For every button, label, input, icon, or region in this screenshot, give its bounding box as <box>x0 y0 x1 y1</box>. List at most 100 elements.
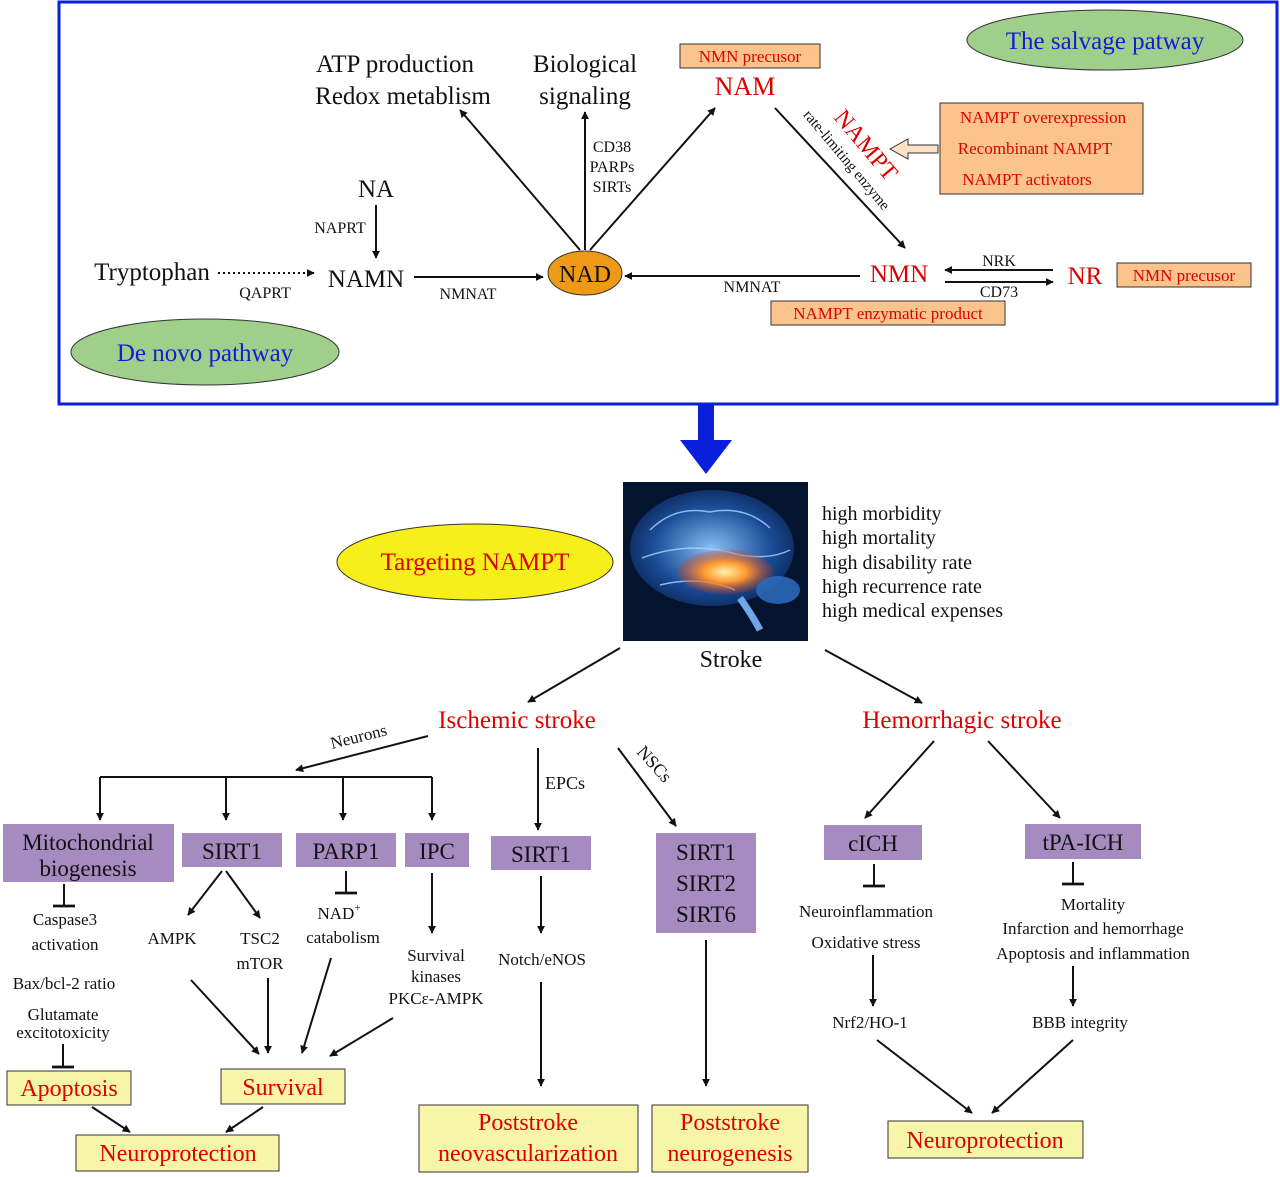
arrow-sirt1-tsc2 <box>225 870 261 919</box>
arrow-kinases-survival <box>329 1017 394 1057</box>
nam-node: NAM <box>715 72 776 101</box>
nmn-precursor-top: NMN precusor <box>699 47 802 66</box>
salvage-ellipse <box>966 9 1244 71</box>
arrow-sirt1-ampk <box>187 870 223 916</box>
booster-recombinant: Recombinant NAMPT <box>958 139 1113 158</box>
stroke-facts: high morbidity high mortality high disab… <box>822 503 1003 622</box>
arrow-survival-neuroprotection <box>225 1106 264 1133</box>
nsc-sirt6-label: SIRT6 <box>676 902 736 927</box>
neuroprotection-right-label: Neuroprotection <box>906 1128 1063 1154</box>
notch-label: Notch/eNOS <box>498 950 586 969</box>
cich-label: cICH <box>848 831 898 856</box>
denovo-label: De novo pathway <box>117 340 294 367</box>
neurogenesis-box <box>651 1104 809 1173</box>
nad-catabolism-sup: + <box>354 902 360 914</box>
neuroinflammation-label: Neuroinflammation <box>799 902 934 921</box>
glutamate-label-2: excitotoxicity <box>16 1023 110 1042</box>
caspase-label-2: activation <box>31 935 99 954</box>
arrow-bbb-neuroprotection <box>991 1039 1074 1114</box>
epc-sirt1-label: SIRT1 <box>511 842 571 867</box>
arrow-hemorrhagic-cich <box>864 740 935 819</box>
neovasc-box <box>418 1104 639 1173</box>
fact-4: high recurrence rate <box>822 576 982 598</box>
nscs-label: NSCs <box>633 742 676 787</box>
booster-hollow-arrow <box>888 138 939 160</box>
nad-catabolism-label-2: catabolism <box>306 928 380 947</box>
atp-label-1: ATP production <box>316 51 475 78</box>
ischemic-title: Ischemic stroke <box>438 707 596 734</box>
nmn-precursor-box-right <box>1116 262 1252 288</box>
nad-ellipse <box>547 250 623 296</box>
cd73-label: CD73 <box>980 284 1018 301</box>
targeting-label: Targeting NAMPT <box>381 549 570 576</box>
brain-image <box>623 482 808 641</box>
nad-catabolism-nad: NAD <box>317 904 354 923</box>
enzymatic-product-label: NAMPT enzymatic product <box>793 304 983 323</box>
tryptophan-node: Tryptophan <box>94 259 210 286</box>
salvage-label: The salvage patway <box>1006 28 1205 55</box>
ipc-label: IPC <box>419 839 455 864</box>
arrow-ischemic-nsc <box>617 747 677 827</box>
neuroprotection-left-label: Neuroprotection <box>99 1141 256 1167</box>
cd38-label: CD38 <box>593 139 631 156</box>
sirt1-label: SIRT1 <box>202 839 262 864</box>
arrow-stroke-ischemic <box>527 647 621 703</box>
bbb-label: BBB integrity <box>1032 1013 1128 1032</box>
mtor-label: mTOR <box>237 954 285 973</box>
tpa-box <box>1025 824 1141 859</box>
nmnat-left-label: NMNAT <box>440 286 497 303</box>
nmn-node: NMN <box>870 261 928 288</box>
nr-node: NR <box>1068 263 1103 290</box>
salvage-frame <box>57 0 1279 406</box>
nsc-sirt2-label: SIRT2 <box>676 871 736 896</box>
tsc2-label: TSC2 <box>240 929 280 948</box>
epcs-label: EPCs <box>545 773 585 793</box>
arrow-ampk-survival <box>190 979 260 1055</box>
arrow-nrf2-neuroprotection <box>876 1039 973 1114</box>
epc-sirt1-box <box>491 836 591 870</box>
parps-label: PARPs <box>590 159 635 176</box>
qaprt-label: QAPRT <box>239 285 291 302</box>
enzymatic-product-box <box>770 300 1006 326</box>
neuroprotection-right-box <box>887 1120 1084 1159</box>
neurogenesis-label-2: neurogenesis <box>667 1141 792 1167</box>
booster-overexpression: NAMPT overexpression <box>960 108 1127 127</box>
sirt1-box <box>182 833 282 867</box>
cich-box <box>824 825 922 860</box>
ipc-box <box>405 833 469 867</box>
nad-node: NAD <box>559 262 611 288</box>
targeting-ellipse <box>336 523 614 601</box>
nmn-precursor-box-top <box>679 43 821 69</box>
caspase-label-1: Caspase3 <box>33 910 97 929</box>
parp1-label: PARP1 <box>313 839 380 864</box>
nrf2-label: Nrf2/HO-1 <box>832 1013 908 1032</box>
apoptosis-box <box>6 1070 132 1106</box>
tpa-label: tPA-ICH <box>1043 830 1124 855</box>
infarction-label: Infarction and hemorrhage <box>1002 919 1183 938</box>
bio-label-2: signaling <box>539 83 631 110</box>
apoptosis-inflammation-label: Apoptosis and inflammation <box>996 944 1190 963</box>
bio-label-1: Biological <box>533 51 637 78</box>
apoptosis-label: Apoptosis <box>20 1076 117 1102</box>
down-arrow <box>680 404 732 474</box>
arrow-nad-nam <box>589 107 716 251</box>
nampt-booster-box <box>939 102 1144 195</box>
mito-label-2: biogenesis <box>39 856 136 881</box>
neurogenesis-label-1: Poststroke <box>680 1110 780 1136</box>
lower-arrows <box>52 647 1084 1133</box>
bax-label: Bax/bcl-2 ratio <box>13 974 115 993</box>
arrow-ischemic-neurons <box>295 735 429 773</box>
stroke-label: Stroke <box>700 647 763 673</box>
nmnat-right-label: NMNAT <box>724 279 781 296</box>
mito-box <box>3 824 174 882</box>
nsc-sirt-box <box>656 833 756 933</box>
namn-node: NAMN <box>328 266 404 293</box>
nad-catabolism-label-1: NAD+ <box>317 902 360 923</box>
parp1-box <box>296 833 396 867</box>
oxidative-stress-label: Oxidative stress <box>811 933 920 952</box>
booster-activators: NAMPT activators <box>962 170 1092 189</box>
nrk-label: NRK <box>982 253 1016 270</box>
glutamate-label-1: Glutamate <box>28 1005 99 1024</box>
